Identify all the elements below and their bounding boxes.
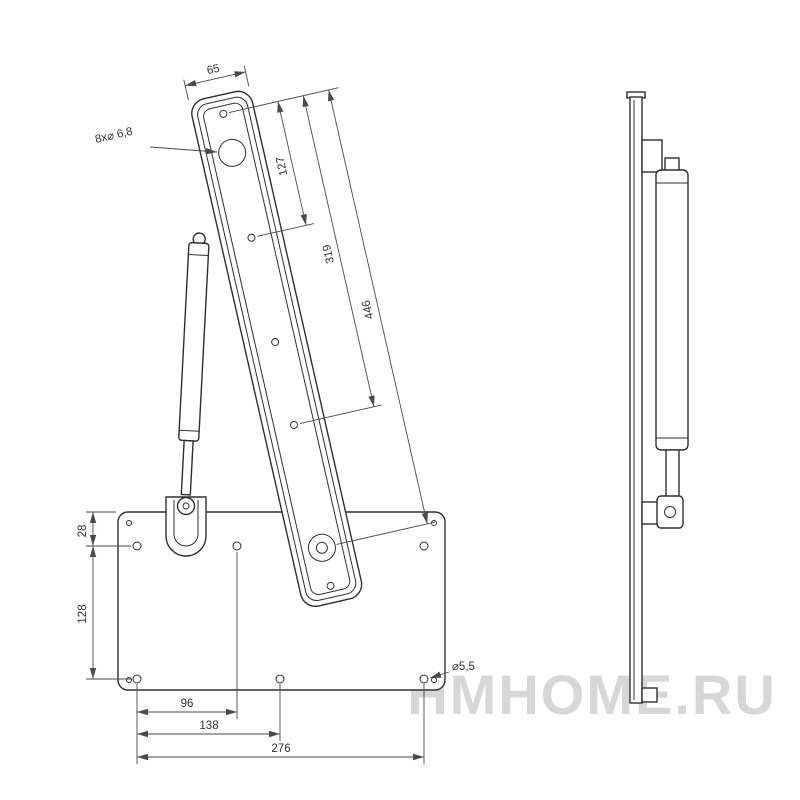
pivot-center bbox=[182, 502, 190, 510]
pivot-circle bbox=[176, 496, 196, 516]
leader-line bbox=[429, 671, 450, 679]
mounting-hole bbox=[275, 674, 285, 684]
dim-plate-bottom: 96 138 276 bbox=[136, 552, 425, 764]
pivot-bracket bbox=[165, 496, 207, 557]
side-clevis bbox=[656, 495, 684, 529]
extension-line bbox=[336, 521, 436, 545]
callout-label: ⌀5,5 bbox=[452, 661, 475, 673]
dimension-label: 446 bbox=[360, 299, 376, 320]
corner-hole bbox=[126, 677, 132, 683]
dimension-label: 319 bbox=[321, 243, 337, 264]
callout-plate-hole: ⌀5,5 bbox=[429, 661, 475, 679]
corner-hole bbox=[126, 520, 132, 526]
dimension-label: 138 bbox=[199, 720, 218, 732]
rail-hole bbox=[247, 233, 256, 242]
rail-top-hole-circle bbox=[218, 138, 247, 167]
dimension-label: 128 bbox=[77, 604, 89, 623]
dim-plate-left: 28 128 bbox=[77, 511, 131, 680]
rail-hole bbox=[326, 581, 335, 590]
callout-label: 8x⌀ 6,8 bbox=[94, 126, 134, 146]
rail-hole bbox=[271, 338, 280, 347]
side-view bbox=[626, 91, 689, 704]
side-cylinder bbox=[655, 169, 689, 451]
dimension-label: 96 bbox=[181, 698, 194, 710]
extension-line bbox=[229, 87, 339, 113]
side-plate bbox=[629, 96, 643, 704]
spring-cylinder bbox=[178, 241, 210, 442]
dimension-line bbox=[327, 89, 428, 524]
spring-cap-line bbox=[179, 429, 200, 432]
dimension-line bbox=[277, 101, 307, 226]
spring-rod bbox=[180, 439, 194, 496]
rail-bottom-hole-center bbox=[315, 541, 328, 554]
mounting-hole bbox=[132, 674, 142, 684]
side-clevis-circle bbox=[664, 506, 676, 518]
leader-line bbox=[149, 146, 218, 155]
mounting-hole bbox=[232, 541, 242, 551]
clevis-inner bbox=[173, 500, 199, 547]
rail-hole bbox=[219, 109, 228, 118]
watermark-text: HMHOME.RU bbox=[407, 663, 777, 726]
front-view: 65 127 319 446 8x⌀ 6,8 bbox=[77, 63, 475, 764]
dimension-line bbox=[302, 95, 375, 407]
rail: 65 127 319 446 bbox=[183, 63, 436, 608]
rail-contour bbox=[203, 102, 351, 596]
extension-line bbox=[243, 65, 250, 87]
dimension-label: 276 bbox=[271, 743, 290, 755]
dimension-label: 127 bbox=[274, 155, 290, 176]
rail-contour bbox=[197, 96, 357, 602]
rail-bottom-hole-circle bbox=[307, 533, 336, 562]
side-connector bbox=[641, 501, 659, 525]
side-rod bbox=[665, 449, 680, 499]
spring-cap-line bbox=[188, 253, 209, 257]
dim-rail-width: 65 bbox=[183, 63, 250, 101]
gas-spring bbox=[178, 232, 210, 496]
side-mount-block bbox=[641, 139, 663, 173]
dim-rail-lengths: 127 319 446 bbox=[229, 87, 436, 545]
extension-line bbox=[183, 79, 189, 101]
mounting-hole bbox=[419, 541, 429, 551]
rail-hole bbox=[290, 420, 299, 429]
dimension-label: 65 bbox=[206, 63, 221, 78]
mounting-hole bbox=[132, 541, 142, 551]
dimension-label: 28 bbox=[77, 525, 89, 538]
mounting-hole bbox=[419, 674, 429, 684]
dimension-line bbox=[185, 71, 246, 87]
side-foot bbox=[641, 687, 658, 703]
